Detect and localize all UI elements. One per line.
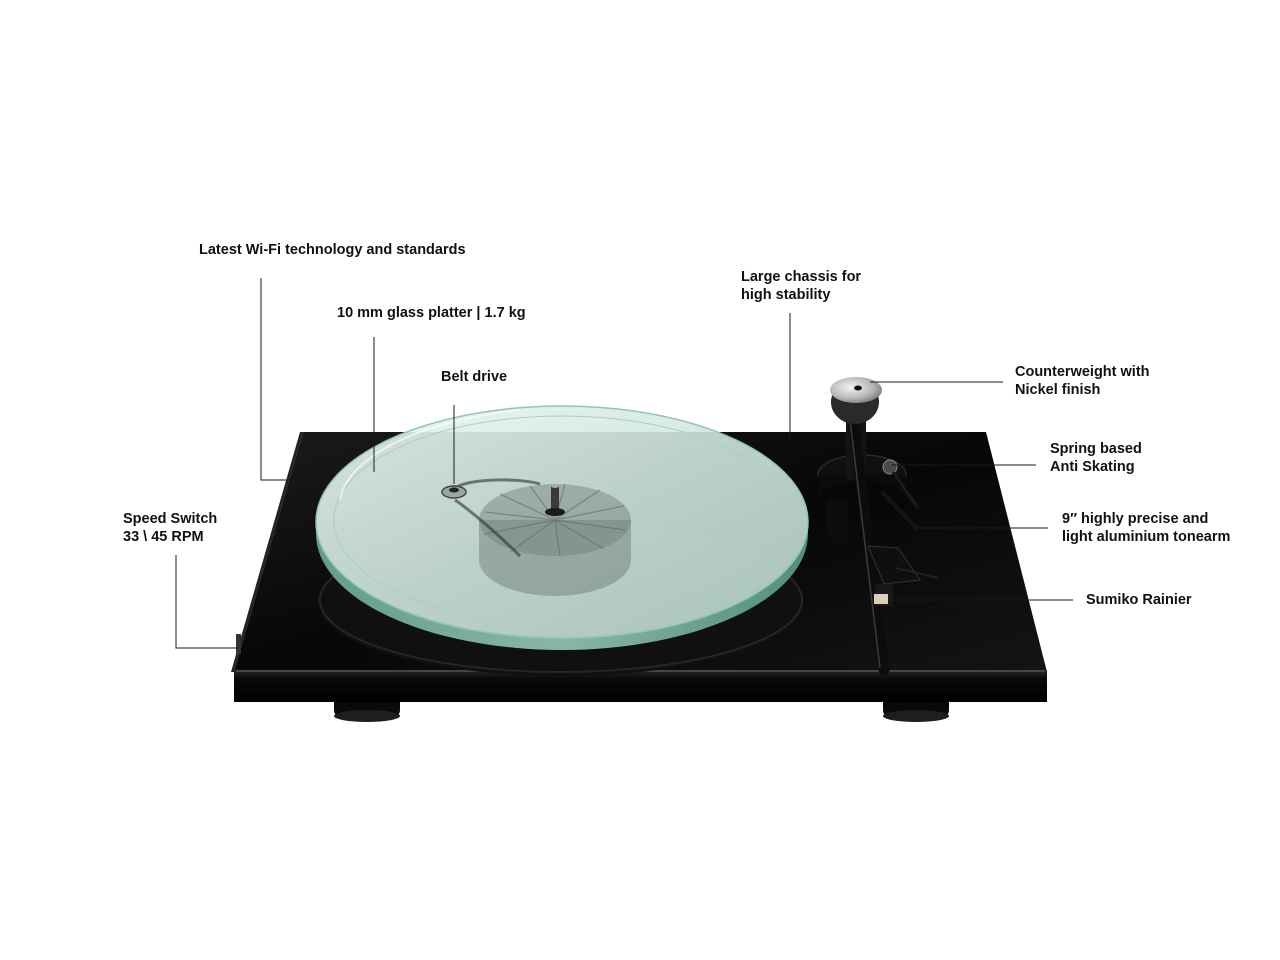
callout-antiskating-line2: Anti Skating xyxy=(1050,459,1135,475)
callout-speed-switch: Speed Switch 33 \ 45 RPM xyxy=(123,510,217,546)
spindle xyxy=(551,486,559,510)
arm-tube-highlight xyxy=(848,411,881,669)
leader-wifi xyxy=(260,278,290,481)
leader-speed xyxy=(175,555,238,649)
callout-platter: 10 mm glass platter | 1.7 kg xyxy=(337,304,526,322)
foot-left-base xyxy=(334,710,400,722)
callout-chassis-line1: Large chassis for xyxy=(741,269,862,285)
callout-wifi: Latest Wi-Fi technology and standards xyxy=(199,241,466,259)
headshell xyxy=(867,545,921,585)
callout-wifi-line1: Latest Wi-Fi technology and standards xyxy=(199,242,466,258)
callout-tonearm-line1: 9″ highly precise and xyxy=(1062,511,1209,527)
speed-switch xyxy=(236,634,241,654)
callout-belt-drive: Belt drive xyxy=(441,368,507,386)
antiskating-knob xyxy=(882,459,898,475)
callout-chassis-line2: high stability xyxy=(741,287,831,303)
cartridge-label xyxy=(874,594,888,604)
callout-counterweight: Counterweight with Nickel finish xyxy=(1015,363,1150,399)
spindle-base xyxy=(545,508,565,516)
callout-speed-line1: Speed Switch xyxy=(123,511,218,527)
spindle-cap xyxy=(551,484,559,488)
callout-belt-line1: Belt drive xyxy=(441,369,508,385)
antiskating-lever xyxy=(891,471,920,509)
callout-antiskating: Spring based Anti Skating xyxy=(1050,440,1142,476)
arm-lift xyxy=(826,500,848,540)
callout-tonearm-line2: light aluminium tonearm xyxy=(1062,529,1231,545)
arm-tube xyxy=(846,404,890,676)
callout-chassis: Large chassis for high stability xyxy=(741,268,861,304)
platter-inner-ring xyxy=(333,415,791,625)
subplatter-body xyxy=(479,520,631,596)
glass-platter xyxy=(315,405,809,650)
motor-pulley-top xyxy=(449,487,459,493)
finger-lift xyxy=(895,567,939,579)
leader-lines xyxy=(175,278,1073,649)
counterweight xyxy=(830,377,882,424)
callout-counterweight-line1: Counterweight with xyxy=(1015,364,1150,380)
belt xyxy=(454,478,541,558)
plinth-left-side xyxy=(231,432,303,672)
callout-counterweight-line2: Nickel finish xyxy=(1015,382,1101,398)
counterweight-hole xyxy=(854,385,862,391)
tonearm-assembly xyxy=(817,377,939,676)
callout-antiskating-line1: Spring based xyxy=(1050,441,1142,457)
callout-platter-line1: 10 mm glass platter | 1.7 kg xyxy=(337,305,526,321)
foot-right-base xyxy=(883,710,949,722)
callout-speed-line2: 33 \ 45 RPM xyxy=(123,529,204,545)
callout-cartridge-line1: Sumiko Rainier xyxy=(1086,592,1192,608)
callout-tonearm: 9″ highly precise and light aluminium to… xyxy=(1062,510,1230,546)
armrest xyxy=(880,490,920,532)
platter-highlight xyxy=(339,409,521,501)
callout-cartridge: Sumiko Rainier xyxy=(1086,591,1192,609)
plinth-front xyxy=(234,670,1047,702)
